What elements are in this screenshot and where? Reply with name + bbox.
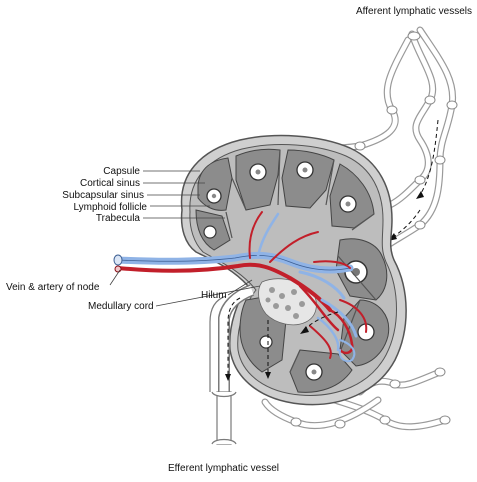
label-trabecula: Trabecula [96, 213, 141, 224]
label-efferent-lymphatic-vessel: Efferent lymphatic vessel [168, 463, 279, 474]
label-vein-artery: Vein & artery of node [6, 282, 100, 293]
efferent-lymphatic-vessel [209, 284, 339, 445]
lymphoid-follicles [203, 161, 375, 381]
blood-vessels [113, 211, 368, 363]
label-afferent-lymphatic-vessels: Afferent lymphatic vessels [356, 6, 472, 17]
artery [116, 262, 332, 312]
lymph-node [180, 134, 407, 406]
medulla [258, 278, 317, 326]
labels: Afferent lymphatic vessels Capsule Corti… [6, 6, 472, 474]
label-lymphoid-follicle: Lymphoid follicle [73, 202, 147, 213]
label-hilum: Hilum [201, 290, 227, 301]
label-capsule: Capsule [103, 166, 140, 177]
leader-lines [109, 170, 261, 307]
label-cortical-sinus: Cortical sinus [80, 178, 140, 189]
label-medullary-cord: Medullary cord [88, 301, 154, 312]
label-subcapsular-sinus: Subcapsular sinus [62, 190, 144, 201]
